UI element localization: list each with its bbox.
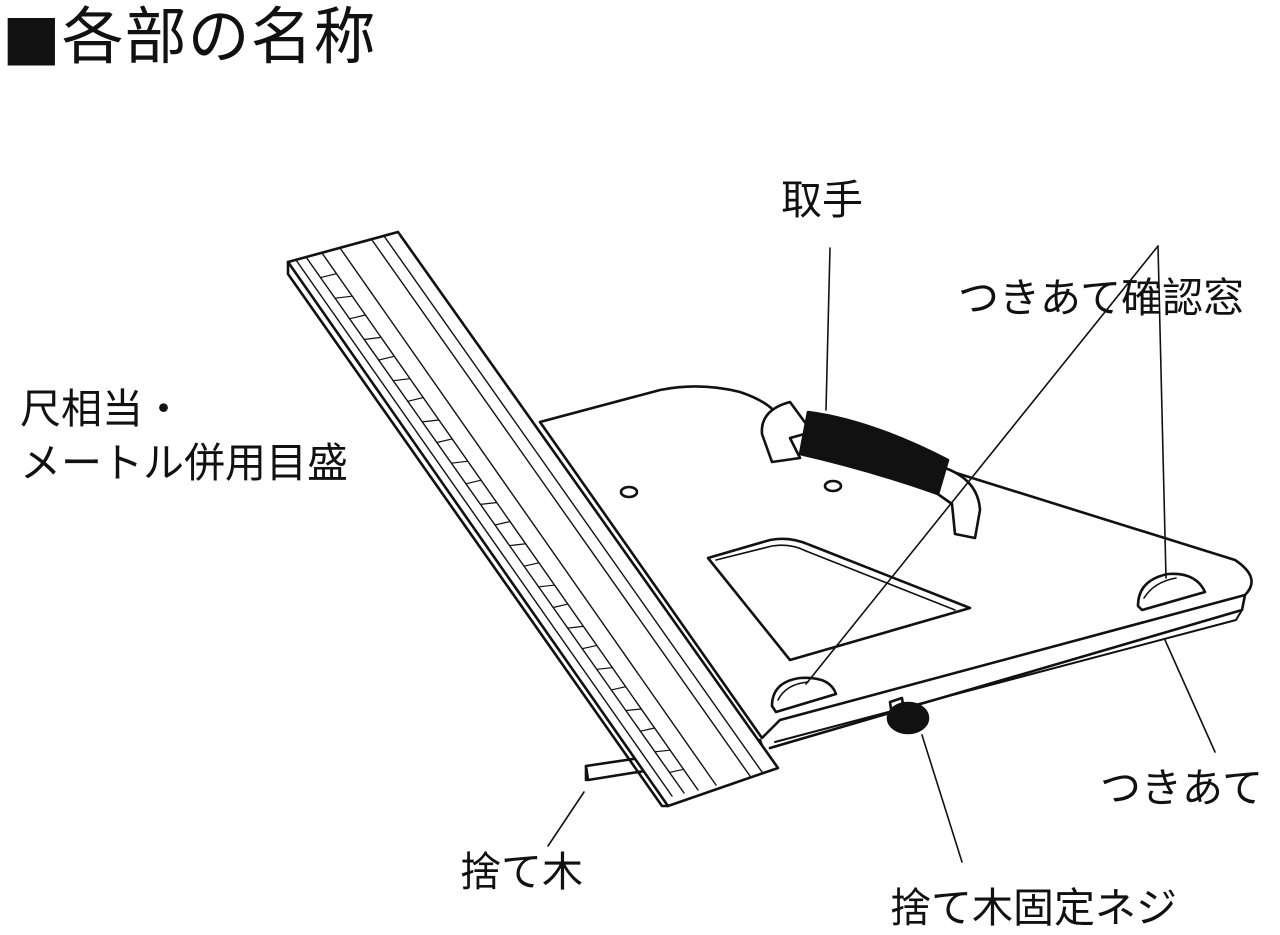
ruler-tick [596,667,613,670]
ruler-tick [654,749,671,753]
ruler-tick [421,419,439,423]
ruler-tick [479,502,497,505]
label-scale-line2: メートル併用目盛 [20,439,348,487]
label-sacrificial-wood: 捨て木 [460,848,583,896]
leader-window-right [1157,245,1167,579]
ruler-tick [378,355,395,361]
handle [760,400,982,540]
ruler-tick [319,273,338,279]
label-sacrificial-wood-screw: 捨て木固定ネジ [890,884,1177,932]
ruler-tick [668,768,685,774]
label-scale: 尺相当・ メートル併用目盛 [20,382,348,490]
ruler-tick [552,603,569,609]
label-handle: 取手 [781,176,863,224]
handle-grip [798,410,950,496]
screw-hole-right [823,479,843,493]
leader-lines [547,245,1216,863]
leader-screw [921,734,963,863]
ruler-scale-marks [319,273,685,774]
ruler-tick [537,584,555,588]
ruler-tick [581,644,598,650]
ruler-tick [639,727,656,732]
label-scale-line1: 尺相当・ [20,385,184,433]
leader-sacrificial-wood [547,791,585,847]
label-fence: つきあて [1100,764,1264,812]
sacrificial-wood-screw [886,696,930,735]
ruler-tick [523,562,540,567]
label-fence-check-window: つきあて確認窓 [958,274,1245,322]
ruler [286,230,780,808]
ruler-tick [436,438,453,444]
leader-window-left [805,245,1159,685]
page-title: ■各部の名称 [2,0,377,73]
ruler-tick [610,686,627,691]
ruler-tick [407,397,424,402]
fence-window-left [770,676,838,714]
ruler-tick [465,479,482,485]
ruler-tick [567,625,584,629]
ruler-tick [349,314,366,320]
base-plate [538,385,1253,750]
screw-hole-left [619,485,639,499]
ruler-tick [508,543,526,547]
ruler-tick [450,460,468,464]
ruler-tick [334,295,352,299]
ruler-tick [625,708,642,712]
ruler-tick [392,378,410,382]
fence-window-right [1136,572,1207,612]
ruler-tick [494,520,511,526]
fence-check-window-cutout [706,537,972,662]
leader-fence [1164,639,1216,753]
leader-handle [825,247,831,411]
ruler-tick [363,336,381,341]
